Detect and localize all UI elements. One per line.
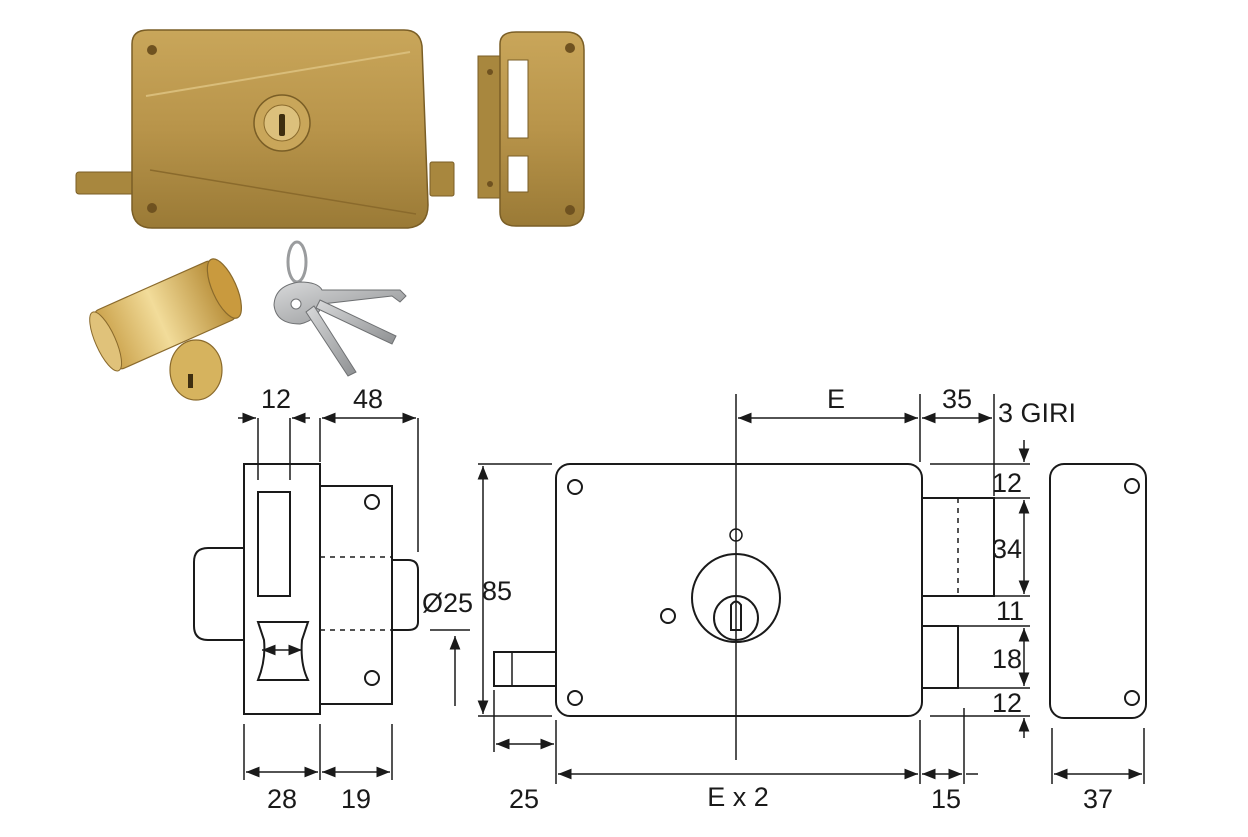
- dimension-label: 25: [509, 784, 539, 814]
- dimension-label: 11: [996, 596, 1024, 626]
- screw-icon: [487, 69, 493, 75]
- screw-icon: [487, 181, 493, 187]
- turns-label: 3 GIRI: [998, 398, 1076, 428]
- screw-icon: [147, 45, 157, 55]
- cylinder-photo: [89, 258, 242, 401]
- side-cover: [319, 485, 393, 705]
- keys-photo: [273, 240, 407, 377]
- screw-icon: [567, 479, 583, 495]
- dimension-label: 15: [931, 784, 961, 814]
- dimension-label: 35: [942, 384, 972, 414]
- side-latch: [193, 547, 244, 641]
- dimension-label: 37: [1083, 784, 1113, 814]
- strike-plate-outline: [1049, 463, 1147, 719]
- screw-icon: [567, 690, 583, 706]
- dimension-label: 28: [267, 784, 297, 814]
- dimension-label: 48: [353, 384, 383, 414]
- strike-flange: [477, 55, 501, 199]
- side-cylinder: [392, 559, 419, 631]
- key-blade-icon: [315, 299, 397, 345]
- front-case: [555, 463, 923, 717]
- front-latch-bolt: [921, 625, 959, 689]
- cylinder-front: [206, 258, 242, 319]
- key-ring-icon: [286, 240, 308, 284]
- dimension-label: 18: [992, 644, 1022, 674]
- strike-view: 37: [1049, 463, 1147, 814]
- cylinder-face: [169, 339, 223, 401]
- front-latch: [493, 651, 557, 687]
- screw-icon: [565, 43, 575, 53]
- screw-icon: [364, 670, 380, 686]
- dimension-label: 12: [992, 688, 1022, 718]
- keyhole-icon: [279, 114, 285, 136]
- screw-icon: [364, 494, 380, 510]
- strike-latch-slot: [507, 155, 529, 193]
- cylinder-back: [89, 311, 123, 372]
- front-view: 85 E 35 3 GIRI 12 34 11 18 12 25 E: [477, 384, 1076, 814]
- dimension-label: 12: [992, 468, 1022, 498]
- screw-icon: [147, 203, 157, 213]
- latch-bolt: [75, 171, 137, 195]
- keyhole-icon: [730, 600, 742, 631]
- screw-icon: [565, 205, 575, 215]
- dimension-label: E x 2: [707, 782, 769, 812]
- side-slot: [257, 491, 291, 597]
- key-blade-icon: [305, 305, 357, 377]
- side-view: 12 48 Ø25 28 19: [193, 384, 473, 814]
- screw-icon: [1124, 690, 1140, 706]
- strike-plate-photo: [477, 31, 585, 227]
- dead-bolt: [429, 161, 455, 197]
- case-crease: [149, 169, 417, 215]
- dimension-label: 12: [261, 384, 291, 414]
- screw-icon: [660, 608, 676, 624]
- rim-lock-photo: [75, 29, 455, 229]
- keyhole-icon: [188, 374, 193, 388]
- dimension-label: Ø25: [422, 588, 473, 618]
- side-handle: [256, 621, 310, 681]
- dimension-label: 19: [341, 784, 371, 814]
- dimension-label: 34: [992, 534, 1022, 564]
- case-crease: [145, 51, 411, 97]
- strike-bolt-slot: [507, 59, 529, 139]
- screw-icon: [1124, 478, 1140, 494]
- dimension-label: 85: [482, 576, 512, 606]
- dimension-label: E: [827, 384, 845, 414]
- key-hole-icon: [290, 298, 302, 310]
- side-case: [243, 463, 321, 715]
